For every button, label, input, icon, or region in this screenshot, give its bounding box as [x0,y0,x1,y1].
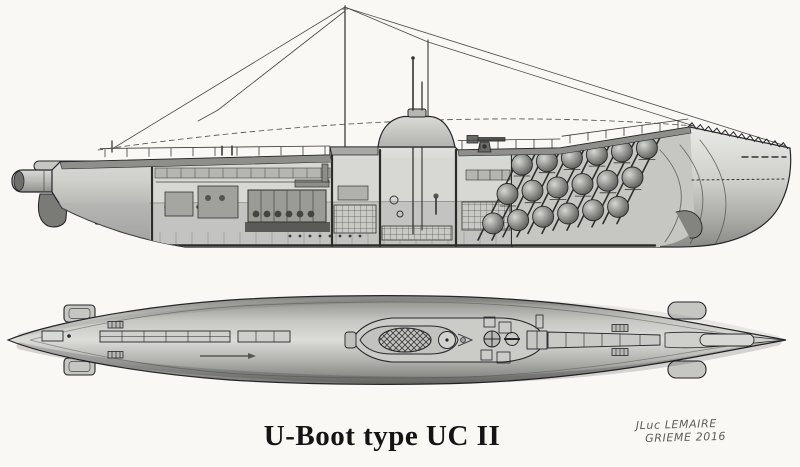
deck-fittings [41,321,291,359]
signature-year: GRIEME 2016 [645,429,727,445]
artist-signature: JLuc LEMAIRE GRIEME 2016 [636,417,727,445]
deck-railings [99,118,689,158]
deck-gun [466,135,506,153]
stern-dive-planes [63,304,96,376]
tower-hatch [378,327,432,353]
drawing-title: U-Boot type UC II [263,420,501,452]
conning-tower-platform [344,314,548,364]
top-plan-view [6,295,787,385]
fore-casing [547,324,787,356]
bow-details [675,122,789,239]
conning-tower [329,56,456,156]
bow-dive-planes [667,301,707,379]
interior-cutaway [55,127,727,248]
engine-room [155,163,331,232]
side-cutaway-view [11,5,792,248]
masts-and-rigging [97,5,787,153]
